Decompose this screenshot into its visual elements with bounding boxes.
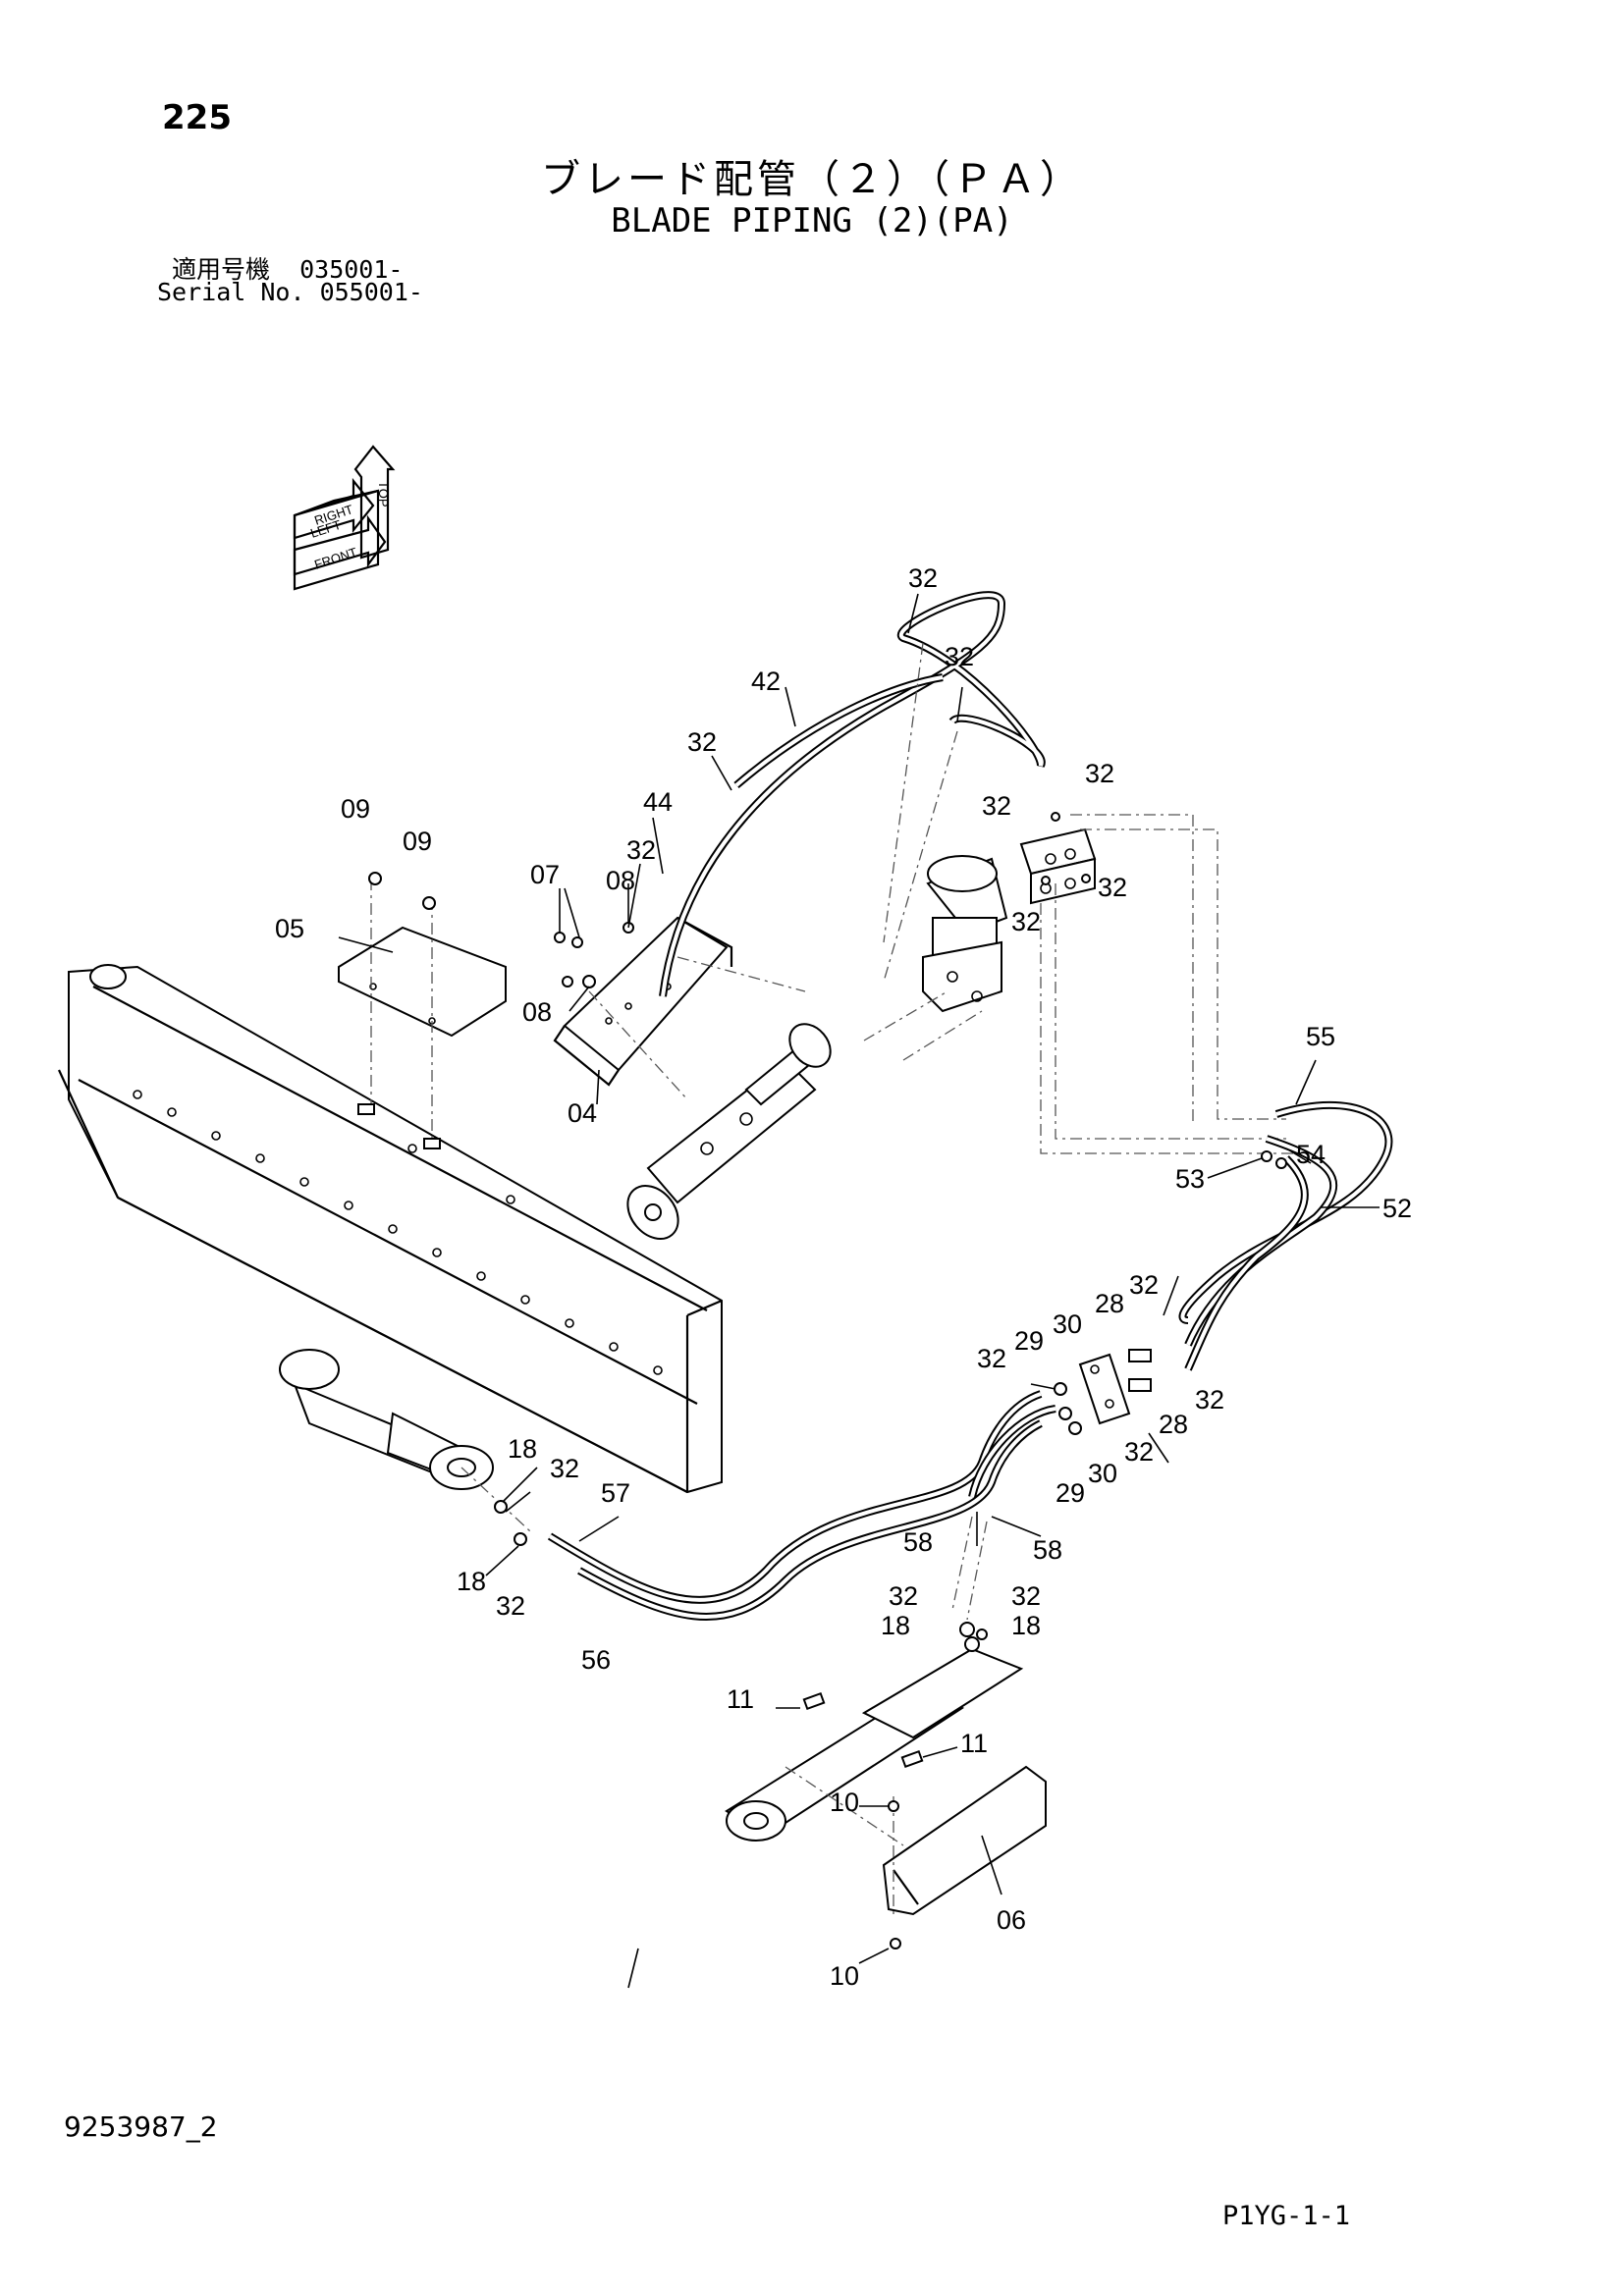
- callout-label: 32: [687, 727, 717, 757]
- callout-label: 52: [1382, 1194, 1412, 1223]
- callout-label: 18: [1011, 1611, 1041, 1640]
- callout-label: 32: [1098, 873, 1127, 902]
- cover-plate-05: [338, 879, 507, 1149]
- blade-cylinder-left: [279, 1349, 531, 1532]
- callout-labels: 32 32 42 32 44 32 32 32 32 32 09 09 07 0…: [275, 563, 1412, 1991]
- callout-label: 32: [977, 1344, 1006, 1373]
- direction-label-top: TOP: [376, 481, 391, 507]
- callout-label: 32: [550, 1454, 579, 1483]
- callout-label: 32: [1195, 1385, 1224, 1415]
- callout-label: 56: [581, 1645, 611, 1675]
- callout-label: 32: [1129, 1270, 1159, 1300]
- callout-label: 32: [945, 642, 974, 671]
- applicable-model-line: 適用号機 035001-: [172, 255, 404, 284]
- callout-label: 04: [568, 1098, 597, 1128]
- hose-56-57: [547, 1390, 1056, 1621]
- direction-marker-icon: LEFT RIGHT TOP FRONT: [293, 445, 396, 591]
- callout-label: 11: [960, 1729, 988, 1758]
- callout-label: 09: [341, 794, 370, 824]
- callout-label: 18: [881, 1611, 910, 1640]
- callout-label: 32: [1124, 1437, 1154, 1467]
- blade-cylinder-upper: [588, 956, 832, 1240]
- page-number: 225: [162, 98, 232, 137]
- blade-assembly: [58, 964, 723, 1494]
- callout-label: 54: [1296, 1140, 1326, 1169]
- callout-label: 32: [1085, 759, 1114, 788]
- blade-cylinder-bottom: [725, 1647, 1047, 1949]
- callout-label: 30: [1053, 1309, 1082, 1339]
- callout-label: 10: [830, 1961, 859, 1991]
- fitting-markers: [368, 812, 1287, 1652]
- callout-label: 06: [997, 1905, 1026, 1935]
- direction-label-front: FRONT: [312, 545, 358, 572]
- document-number: 9253987_2: [64, 2110, 218, 2143]
- callout-label: 44: [643, 787, 673, 817]
- page-title-japanese: ブレード配管（２）（ＰＡ）: [541, 157, 1083, 202]
- callout-label: 28: [1159, 1410, 1188, 1439]
- distributor-block: [1019, 814, 1296, 1154]
- callout-label: 08: [522, 997, 552, 1027]
- callout-label: 32: [1011, 907, 1041, 936]
- callout-label: 08: [606, 866, 635, 895]
- callout-label: 05: [275, 914, 304, 943]
- callout-label: 32: [496, 1591, 525, 1621]
- callout-label: 30: [1088, 1459, 1117, 1488]
- hydraulic-motor-unit: [863, 855, 1008, 1061]
- callout-label: 18: [457, 1567, 486, 1596]
- callout-label: 58: [1033, 1535, 1062, 1565]
- callout-label: 32: [1011, 1581, 1041, 1611]
- callout-label: 32: [982, 791, 1011, 821]
- callout-label: 28: [1095, 1289, 1124, 1318]
- callout-label: 32: [626, 835, 656, 865]
- callout-label: 07: [530, 860, 560, 889]
- page-title-english: BLADE PIPING (2)(PA): [611, 201, 1013, 240]
- callout-label: 32: [889, 1581, 918, 1611]
- callout-label: 53: [1175, 1164, 1205, 1194]
- callout-label: 57: [601, 1478, 630, 1508]
- callout-label: 55: [1306, 1022, 1335, 1051]
- callout-label: 10: [830, 1788, 859, 1817]
- callout-label: 29: [1014, 1326, 1044, 1356]
- callout-label: 42: [751, 667, 781, 696]
- callout-label: 09: [403, 827, 432, 856]
- callout-label: 29: [1056, 1478, 1085, 1508]
- leader-lines: [338, 593, 1380, 1989]
- sheet-code: P1YG-1-1: [1222, 2201, 1351, 2231]
- serial-number-line: Serial No. 055001-: [157, 278, 423, 306]
- hose-52-55: [1178, 1100, 1393, 1371]
- callout-label: 18: [508, 1434, 537, 1464]
- callout-label: 32: [908, 563, 938, 593]
- blade-bolt-holes: [133, 1090, 663, 1375]
- callout-label: 11: [727, 1684, 754, 1714]
- hose-42-44: [659, 591, 1046, 997]
- callout-label: 58: [903, 1527, 933, 1557]
- manifold-plate: [1054, 1349, 1152, 1435]
